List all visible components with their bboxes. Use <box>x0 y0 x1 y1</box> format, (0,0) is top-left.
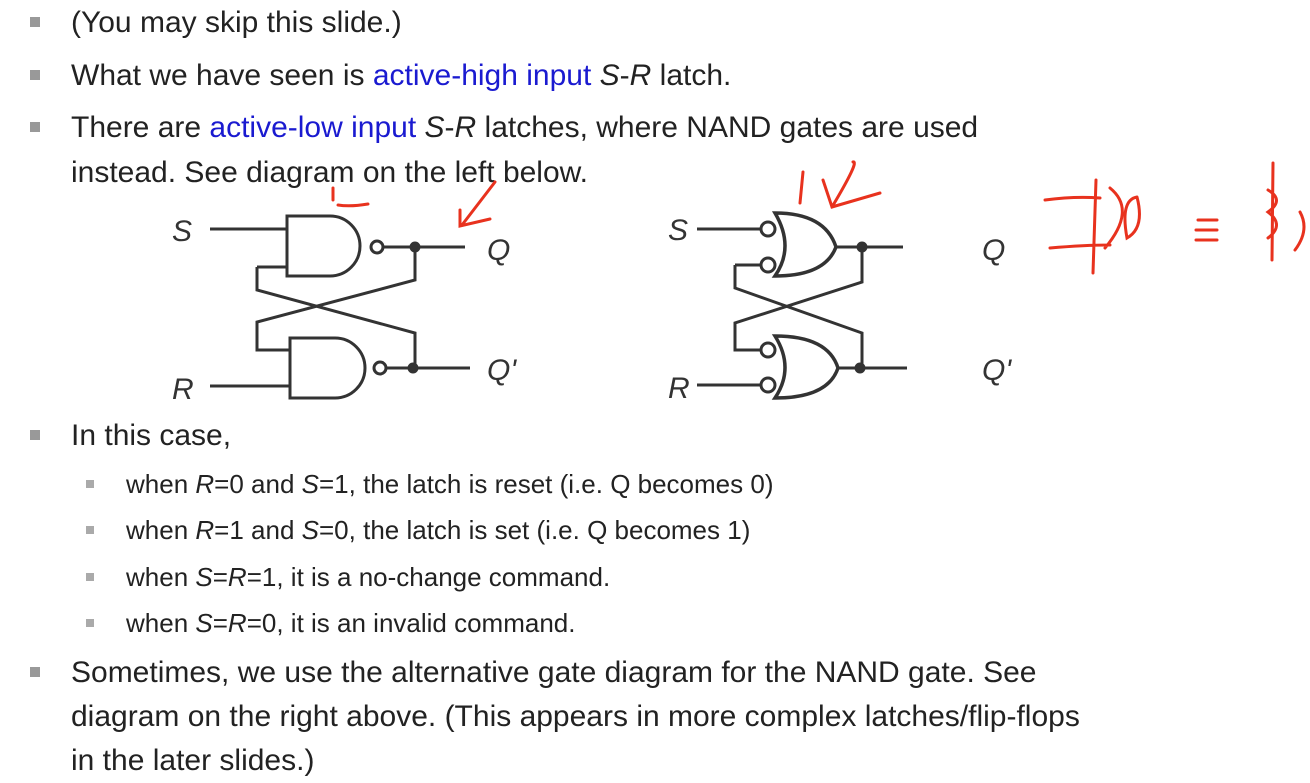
wires <box>697 227 864 387</box>
inversion-bubble <box>759 376 777 394</box>
label-q: Q <box>487 234 510 267</box>
var: R <box>629 59 652 92</box>
var: S <box>599 59 620 92</box>
inversion-bubble <box>759 220 777 238</box>
text: latches, where NAND gates are used <box>476 111 979 144</box>
var: R <box>195 469 215 499</box>
text: =0, the latch is set (i.e. Q becomes 1) <box>319 515 751 545</box>
sub-bullet-marker <box>86 480 94 488</box>
inversion-bubble <box>372 360 388 376</box>
bullet-alt-diagram-3: in the later slides.) <box>71 744 315 777</box>
var: R <box>195 515 215 545</box>
var: S <box>301 469 319 499</box>
text: = <box>212 608 228 638</box>
wires <box>255 245 465 368</box>
text: What we have seen is <box>71 59 373 92</box>
bullet-in-this-case: In this case, <box>71 419 232 452</box>
or-gate-top <box>771 211 838 278</box>
nand-gate-top <box>210 214 362 278</box>
sub-item: when R=1 and S=0, the latch is set (i.e.… <box>126 512 750 548</box>
pen-mark <box>331 186 370 208</box>
junction-dot <box>854 362 866 374</box>
var: S <box>195 608 213 638</box>
sub-bullet-marker <box>86 573 94 581</box>
alt-nand-latch-diagram: S R Q Q' <box>668 211 1012 405</box>
inversion-bubble <box>369 239 385 255</box>
text: - <box>444 111 455 144</box>
bullet-skip: (You may skip this slide.) <box>71 6 402 39</box>
text: =0 and <box>214 469 302 499</box>
text: when <box>126 562 196 592</box>
text: =1, it is a no-change command. <box>246 562 611 592</box>
sub-item: when S=R=1, it is a no-change command. <box>126 559 610 595</box>
or-gate-bottom <box>771 334 840 400</box>
bullet-alt-diagram-1: Sometimes, we use the alternative gate d… <box>71 656 1037 689</box>
sub-bullet-marker <box>86 619 94 627</box>
check-annotations <box>798 160 882 209</box>
bullet-active-low: There are active-low input S-R latches, … <box>71 105 978 150</box>
bullet-marker <box>30 122 40 132</box>
text: = <box>212 562 228 592</box>
junction-dot <box>856 241 868 253</box>
nand-latch-diagram: S R Q Q' <box>172 214 517 406</box>
junction-dot <box>409 241 421 253</box>
var: S <box>424 111 445 144</box>
text: when <box>126 469 196 499</box>
nand-sketch <box>1043 178 1141 275</box>
output-wires <box>836 245 907 370</box>
var: R <box>227 562 247 592</box>
label-s: S <box>172 215 192 248</box>
inversion-bubble <box>759 341 777 359</box>
highlight-term: active-low input <box>209 111 417 144</box>
text: latch. <box>651 59 732 92</box>
bullet-alt-diagram-2: diagram on the right above. (This appear… <box>71 700 1080 733</box>
text: =1, the latch is reset (i.e. Q becomes 0… <box>319 469 774 499</box>
bullet-marker <box>30 70 40 80</box>
bullet-marker <box>30 667 40 677</box>
equivalence-sign <box>1194 218 1219 242</box>
label-q: Q <box>982 234 1005 267</box>
nand-gate-bottom <box>210 336 367 400</box>
junction-dot <box>407 362 419 374</box>
arrow-annotation <box>458 180 497 228</box>
highlight-term: active-high input <box>372 59 592 92</box>
var: R <box>454 111 477 144</box>
inversion-bubble <box>759 256 777 274</box>
bullet-marker <box>30 17 40 27</box>
handwritten-annotations <box>331 160 1306 275</box>
bullet-active-high: What we have seen is active-high input S… <box>71 53 731 98</box>
sub-item: when S=R=0, it is an invalid command. <box>126 605 575 641</box>
text: when <box>126 608 196 638</box>
text: There are <box>71 111 210 144</box>
var: S <box>195 562 213 592</box>
or-sketch <box>1265 161 1306 262</box>
sub-item: when R=0 and S=1, the latch is reset (i.… <box>126 466 773 502</box>
label-qn: Q' <box>982 354 1012 387</box>
label-r: R <box>172 373 194 406</box>
bullet-active-low-line2: instead. See diagram on the left below. <box>71 156 589 189</box>
text: - <box>619 59 630 92</box>
label-s: S <box>668 214 688 247</box>
var: R <box>227 608 247 638</box>
label-qn: Q' <box>487 354 517 387</box>
var: S <box>301 515 319 545</box>
bullet-marker <box>30 430 40 440</box>
text: =0, it is an invalid command. <box>246 608 576 638</box>
sub-bullet-marker <box>86 526 94 534</box>
text: when <box>126 515 196 545</box>
text: =1 and <box>214 515 302 545</box>
label-r: R <box>668 372 690 405</box>
